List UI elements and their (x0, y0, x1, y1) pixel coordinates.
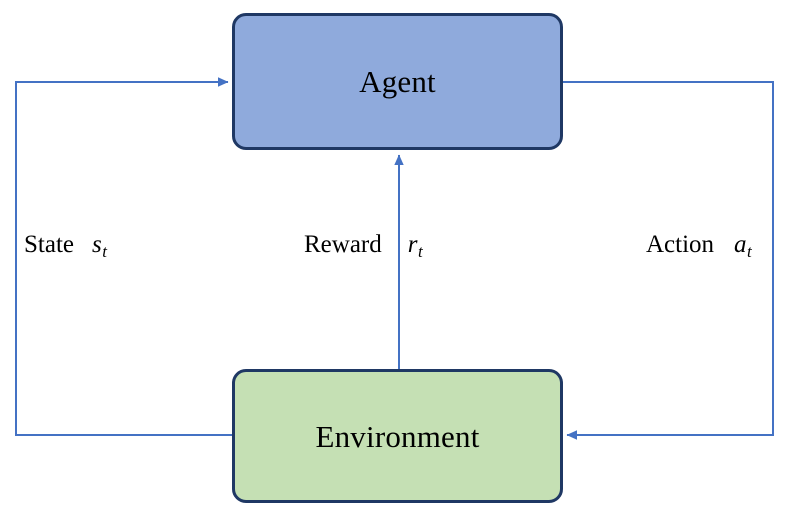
state-label-symbol: st (92, 231, 107, 262)
reward-label-symbol: rt (407, 231, 423, 262)
action-connector (562, 81, 774, 440)
reward-symbol-subscript: t (417, 242, 423, 262)
environment-node[interactable]: Environment (232, 369, 563, 503)
environment-node-label: Environment (315, 418, 480, 454)
agent-node-label: Agent (359, 64, 436, 99)
action-symbol-subscript: t (747, 242, 752, 262)
state-label-word: State (24, 231, 74, 258)
action-symbol-base: a (734, 231, 747, 258)
action-label-symbol: at (734, 231, 752, 262)
reward-symbol-base: r (407, 231, 418, 258)
state-connector (15, 77, 233, 436)
action-label-word: Action (646, 231, 715, 258)
agent-node[interactable]: Agent (232, 13, 563, 150)
state-symbol-subscript: t (102, 242, 107, 262)
reward-label-word: Reward (304, 231, 382, 258)
state-symbol-base: s (92, 231, 102, 258)
